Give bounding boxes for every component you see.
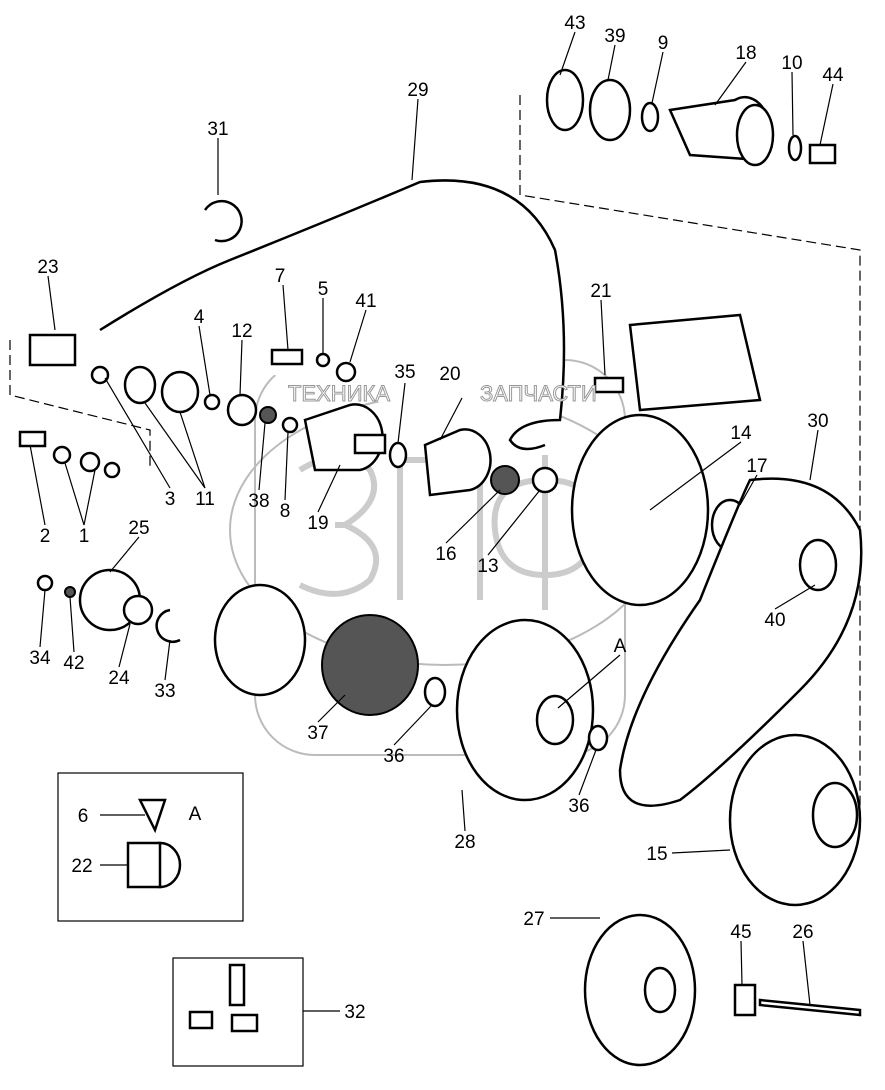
- label-6: 6: [78, 806, 89, 827]
- label-33: 33: [154, 681, 175, 702]
- label-10: 10: [781, 53, 802, 74]
- label-40: 40: [764, 610, 785, 631]
- label-7: 7: [275, 266, 286, 287]
- label-39: 39: [604, 26, 625, 47]
- label-25: 25: [128, 518, 149, 539]
- label-38: 38: [248, 491, 269, 512]
- label-26: 26: [792, 922, 813, 943]
- label-20: 20: [439, 364, 460, 385]
- assembly-boundary: [519, 95, 861, 830]
- label-3: 3: [165, 489, 176, 510]
- label-a-detail: A: [189, 804, 202, 825]
- label-21: 21: [590, 281, 611, 302]
- watermark-text-left: ТЕХНИКА: [288, 381, 390, 406]
- label-9: 9: [658, 33, 669, 54]
- label-35: 35: [394, 362, 415, 383]
- label-41: 41: [355, 291, 376, 312]
- label-22: 22: [71, 856, 92, 877]
- label-28: 28: [454, 832, 475, 853]
- label-45: 45: [730, 922, 751, 943]
- subassembly-boundary: [9, 340, 151, 470]
- label-44: 44: [822, 65, 844, 86]
- label-37: 37: [307, 723, 328, 744]
- label-27: 27: [523, 909, 544, 930]
- label-31: 31: [207, 119, 228, 140]
- label-23: 23: [37, 257, 58, 278]
- watermark-words: ТЕХНИКА ЗАПЧАСТИ: [288, 381, 598, 407]
- label-29: 29: [407, 80, 428, 101]
- label-2: 2: [40, 526, 51, 547]
- label-36-left: 36: [383, 746, 404, 767]
- label-18: 18: [735, 43, 756, 64]
- label-19: 19: [307, 513, 328, 534]
- label-14: 14: [730, 423, 752, 444]
- label-32: 32: [344, 1002, 365, 1023]
- label-16: 16: [435, 544, 456, 565]
- inset-box-detail-a: [57, 772, 244, 922]
- label-43: 43: [564, 13, 585, 34]
- label-24: 24: [108, 668, 130, 689]
- label-30: 30: [807, 411, 828, 432]
- label-13: 13: [477, 556, 498, 577]
- parts: [18, 68, 863, 1067]
- label-15: 15: [646, 844, 667, 865]
- callout-labels: 43 39 9 18 10 44 29 31 23 7 5 41 21 4 12…: [29, 13, 844, 1023]
- label-12: 12: [231, 321, 252, 342]
- label-11: 11: [195, 489, 215, 510]
- watermark-text-right: ЗАПЧАСТИ: [480, 381, 597, 406]
- label-42: 42: [63, 653, 84, 674]
- label-17: 17: [746, 456, 767, 477]
- label-4: 4: [194, 307, 205, 328]
- inset-box-kit: [172, 957, 304, 1067]
- label-36-right: 36: [568, 796, 589, 817]
- label-5: 5: [318, 279, 329, 300]
- label-1: 1: [79, 526, 90, 547]
- label-34: 34: [29, 648, 51, 669]
- label-a-view: A: [614, 636, 627, 657]
- label-8: 8: [280, 501, 291, 522]
